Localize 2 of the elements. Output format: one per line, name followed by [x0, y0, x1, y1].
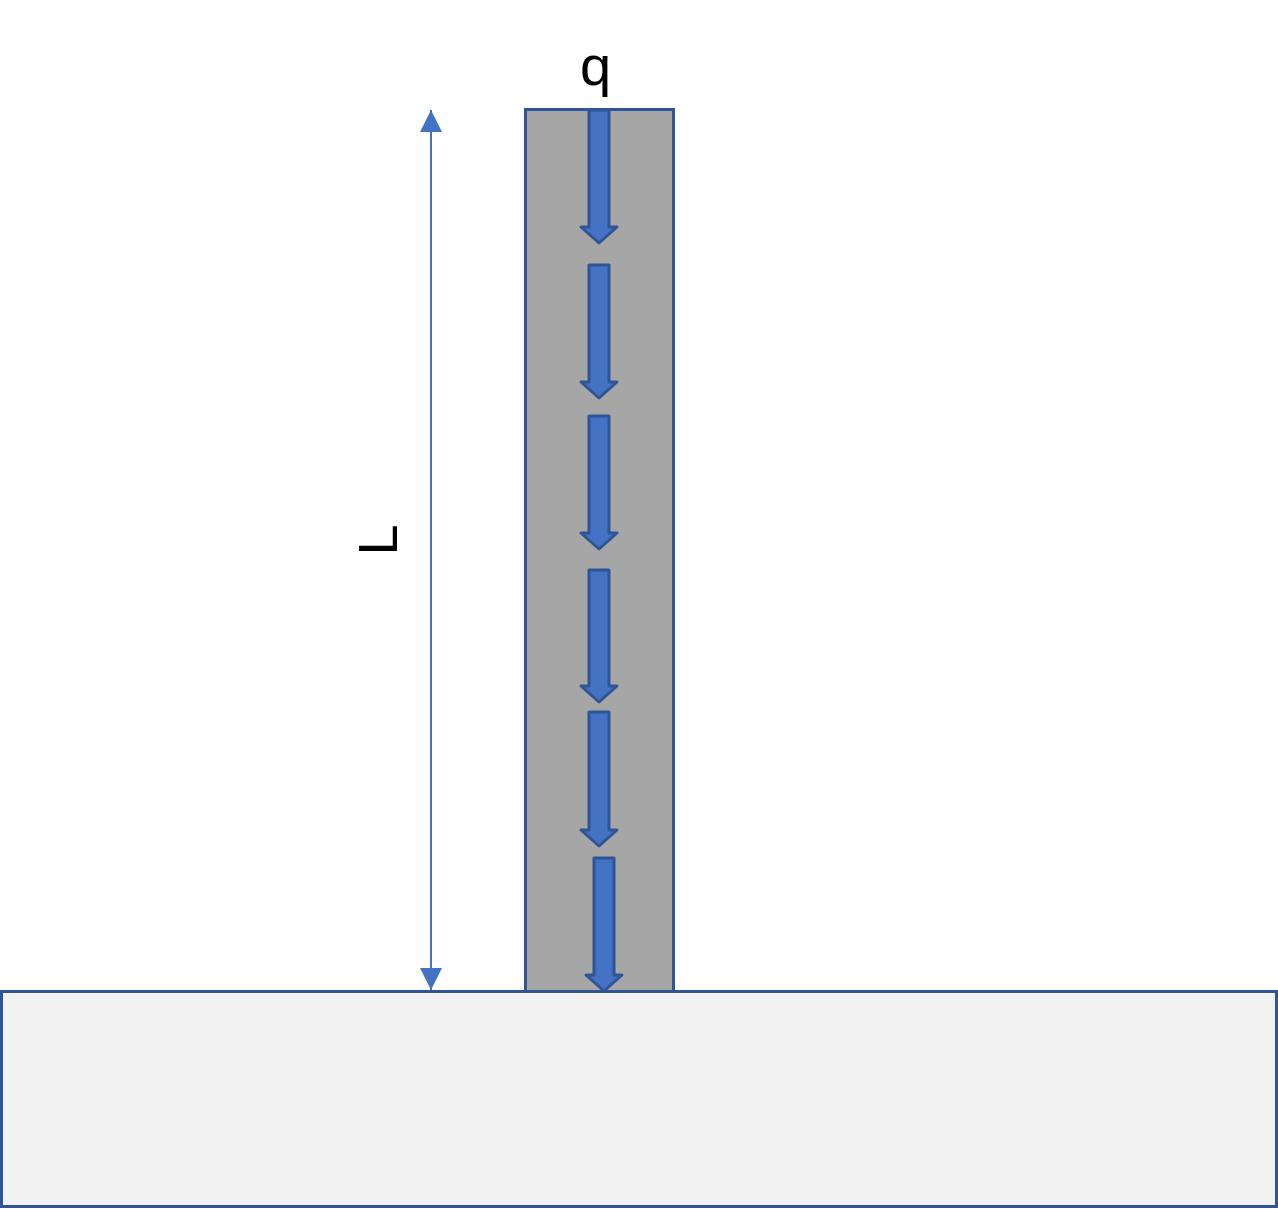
base-block	[0, 990, 1278, 1208]
dimension-label: L	[349, 524, 406, 556]
